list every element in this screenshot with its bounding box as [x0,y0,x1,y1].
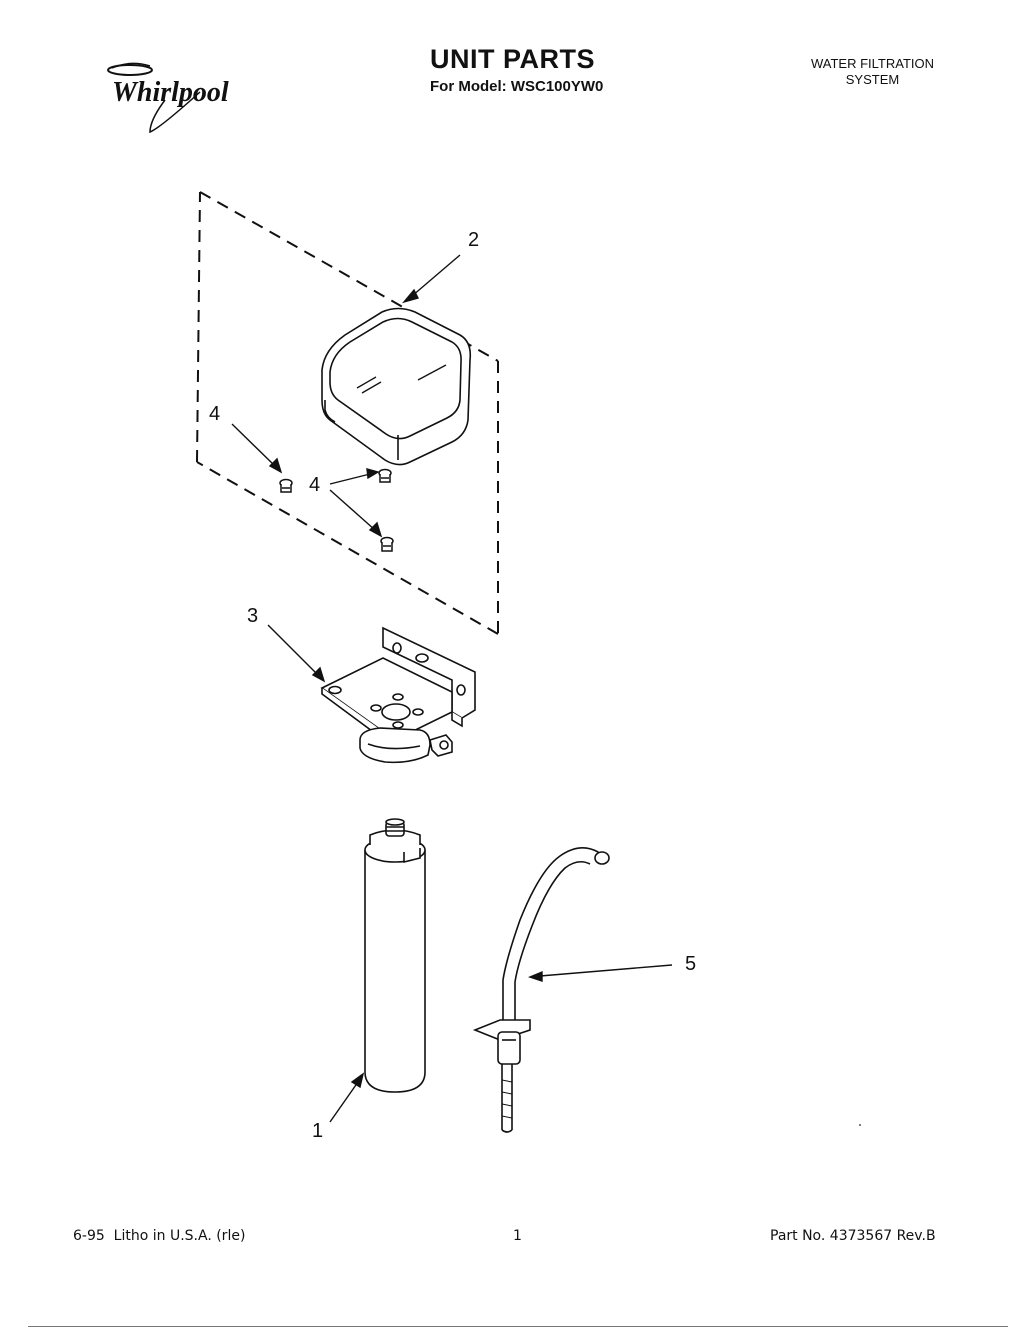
screw-lower [380,536,394,552]
callout-4-left: 4 [209,403,221,425]
system-label-line1: WATER FILTRATION [810,56,934,71]
part-4-screws [279,468,394,552]
part-1-filter-cartridge [364,818,426,1093]
callout-2: 2 [468,229,480,251]
system-label-line2: SYSTEM [845,72,900,87]
footer-litho-note: 6-95 Litho in U.S.A. (rle) [73,1228,246,1244]
bottom-rule [28,1326,1008,1327]
model-subtitle: For Model: WSC100YW0 [430,78,604,95]
part-5-faucet [472,847,610,1133]
footer-page-number: 1 [513,1228,522,1244]
callout-1: 1 [312,1120,324,1142]
scan-speck [859,1124,861,1126]
part-2-cover [321,307,472,466]
screw-upper-right [378,468,392,483]
page-title: UNIT PARTS [430,44,595,74]
callout-5: 5 [685,953,697,975]
footer-part-number: Part No. 4373567 Rev.B [770,1228,936,1244]
leader-lines [231,254,673,1123]
whirlpool-logo: Whirlpool [107,62,229,134]
callout-3: 3 [247,605,259,627]
part-3-bracket [320,626,476,764]
whirlpool-logo-wordmark: Whirlpool [112,77,229,108]
screw-left [279,478,293,493]
callout-4-right: 4 [309,474,321,496]
